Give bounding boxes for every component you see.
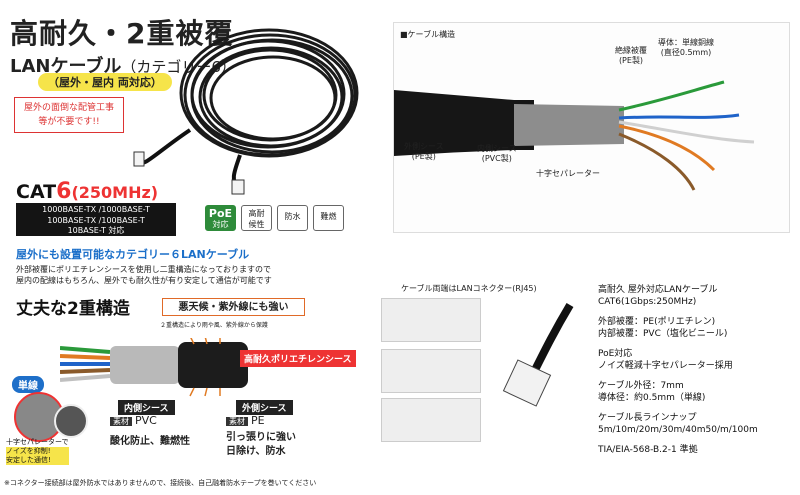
outer-sheath-tag: 外側シース — [236, 400, 293, 415]
spec-separator: ノイズ軽減十字セパレーター採用 — [598, 361, 733, 371]
outer-property-line2: 日除け、防水 — [226, 446, 286, 457]
speed-line3: 10BASE-T 対応 — [67, 226, 125, 235]
notice-line1: 屋外の面倒な配管工事 — [23, 103, 114, 113]
inner-sheath-label: 内側シース (PVC製) — [477, 144, 517, 164]
spec-conductor: 導体径：約0.5mm（単線) — [598, 393, 706, 403]
separator-illustration — [54, 404, 88, 438]
badge-waterproof: 防水 — [277, 205, 308, 231]
separator-note-line2: ノイズを抑制! — [6, 447, 69, 456]
inner-sheath-tag: 内側シース — [118, 400, 175, 415]
conductor-line2: (直径0.5mm) — [660, 48, 712, 57]
separator-note: 十字セパレーターで ノイズを抑制! 安定した通信! — [6, 438, 69, 465]
inner-material-label: 素材 — [110, 417, 132, 426]
outer-material-value: PE — [251, 414, 265, 427]
page-title: 高耐久・2重被覆 — [10, 17, 234, 50]
speed-line1: 1000BASE-TX /1000BASE-T — [42, 205, 150, 214]
spec-inner: 内部被覆：PVC（塩化ビニール) — [598, 329, 728, 339]
inner-sheath-line1: 内側シース — [477, 144, 517, 153]
cat-six: 6 — [56, 179, 72, 204]
separator-label: 十字セパレーター — [536, 169, 600, 178]
outer-sheath-line1: 外側シース — [404, 142, 444, 151]
outer-properties: 引っ張りに強い 日除け、防水 — [226, 431, 296, 459]
single-wire-tag: 単線 — [12, 376, 44, 393]
inner-material-value: PVC — [135, 414, 157, 427]
description: 外部被覆にポリエチレンシースを使用し二重構造になっておりますので 屋内の配線はも… — [16, 264, 356, 286]
inner-properties: 酸化防止、難燃性 — [110, 436, 190, 447]
conductor-line1: 導体：単線銅線 — [658, 38, 714, 47]
feature-badges: PoE 対応 高耐 候性 防水 難燃 — [205, 205, 344, 231]
badge-poe-bottom: 対応 — [212, 220, 229, 229]
spec-cat: CAT6(1Gbps:250MHz) — [598, 297, 697, 307]
connector-title: ケーブル両端はLANコネクター(RJ45) — [401, 284, 537, 293]
cable-section-illustration — [60, 338, 248, 397]
speed-standards: 1000BASE-TX /1000BASE-T 100BASE-TX /100B… — [16, 203, 176, 236]
cat-frequency: (250MHz) — [71, 183, 159, 202]
outer-sheath-label: 外側シース (PE製) — [404, 142, 444, 162]
badge-weather: 高耐 候性 — [241, 205, 272, 231]
separator-note-line1: 十字セパレーターで — [6, 438, 69, 446]
connector-photo-1 — [381, 298, 481, 342]
coiled-cable-image — [133, 28, 359, 195]
notice-line2: 等が不要です!! — [38, 117, 100, 127]
insulation-line2: (PE製) — [618, 56, 644, 65]
spec-diameter: ケーブル外径：7mm — [598, 381, 684, 391]
connector-photo-2 — [381, 349, 481, 393]
badge-flame: 難燃 — [313, 205, 344, 231]
notice-box: 屋外の面倒な配管工事 等が不要です!! — [14, 97, 124, 133]
badge-poe-top: PoE — [208, 207, 233, 220]
spec-list: 高耐久 屋外対応LANケーブル CAT6(1Gbps:250MHz) 外部被覆：… — [598, 284, 758, 456]
badge-flame-top: 難燃 — [320, 212, 337, 221]
spec-outer: 外部被覆：PE(ポリエチレン) — [598, 317, 716, 327]
pe-sheath-label: 高耐久ポリエチレンシース — [240, 350, 356, 367]
spec-lengths-title: ケーブル長ラインナップ — [598, 413, 697, 423]
spec-standard: TIA/EIA-568-B.2-1 準拠 — [598, 445, 698, 455]
outer-property-line1: 引っ張りに強い — [226, 432, 296, 443]
footnote: ※コネクター接続部は屋外防水ではありませんので、接続後、自己融着防水テープを巻い… — [4, 479, 317, 487]
weather-box: 悪天候・紫外線にも強い — [162, 298, 305, 316]
connector-photo-3 — [381, 398, 481, 442]
description-line2: 屋内の配線はもちろん、屋外でも耐久性が有り安定して通信が可能です — [16, 276, 272, 285]
insulation-label: 絶縁被覆 (PE製) — [615, 46, 647, 66]
badge-poe: PoE 対応 — [205, 205, 236, 231]
spec-lengths: 5m/10m/20m/30m/40m50/m/100m — [598, 425, 758, 435]
diagram-title: ■ケーブル構造 — [400, 30, 456, 39]
spec-poe: PoE対応 — [598, 349, 633, 359]
badge-waterproof-top: 防水 — [284, 212, 301, 221]
structure-heading: 丈夫な2重構造 — [16, 299, 130, 319]
outer-material-label: 素材 — [226, 417, 248, 426]
connector-photo-large — [502, 302, 574, 407]
weather-subtext: ２重構造により雨や風、紫外線から保護 — [160, 322, 268, 329]
cable-structure-photo — [394, 80, 755, 191]
outdoor-heading: 屋外にも設置可能なカテゴリー６LANケーブル — [16, 248, 250, 261]
cat-rating: CAT6(250MHz) — [16, 179, 158, 204]
badge-weather-top: 高耐 — [248, 209, 265, 218]
subtitle-lan: LANケーブル — [10, 56, 122, 77]
spec-name: 高耐久 屋外対応LANケーブル — [598, 285, 718, 295]
inner-sheath-line2: (PVC製) — [481, 154, 512, 163]
outer-sheath-line2: (PE製) — [411, 152, 436, 161]
description-line1: 外部被覆にポリエチレンシースを使用し二重構造になっておりますので — [16, 265, 271, 274]
insulation-line1: 絶縁被覆 — [615, 46, 647, 55]
conductor-label: 導体：単線銅線 (直径0.5mm) — [658, 38, 714, 58]
separator-note-line3: 安定した通信! — [6, 456, 69, 465]
usage-pill: （屋外・屋内 両対応） — [38, 73, 172, 91]
cat-prefix: CAT — [16, 181, 57, 203]
speed-line2: 100BASE-TX /100BASE-T — [47, 215, 145, 225]
badge-weather-bottom: 候性 — [248, 220, 265, 229]
